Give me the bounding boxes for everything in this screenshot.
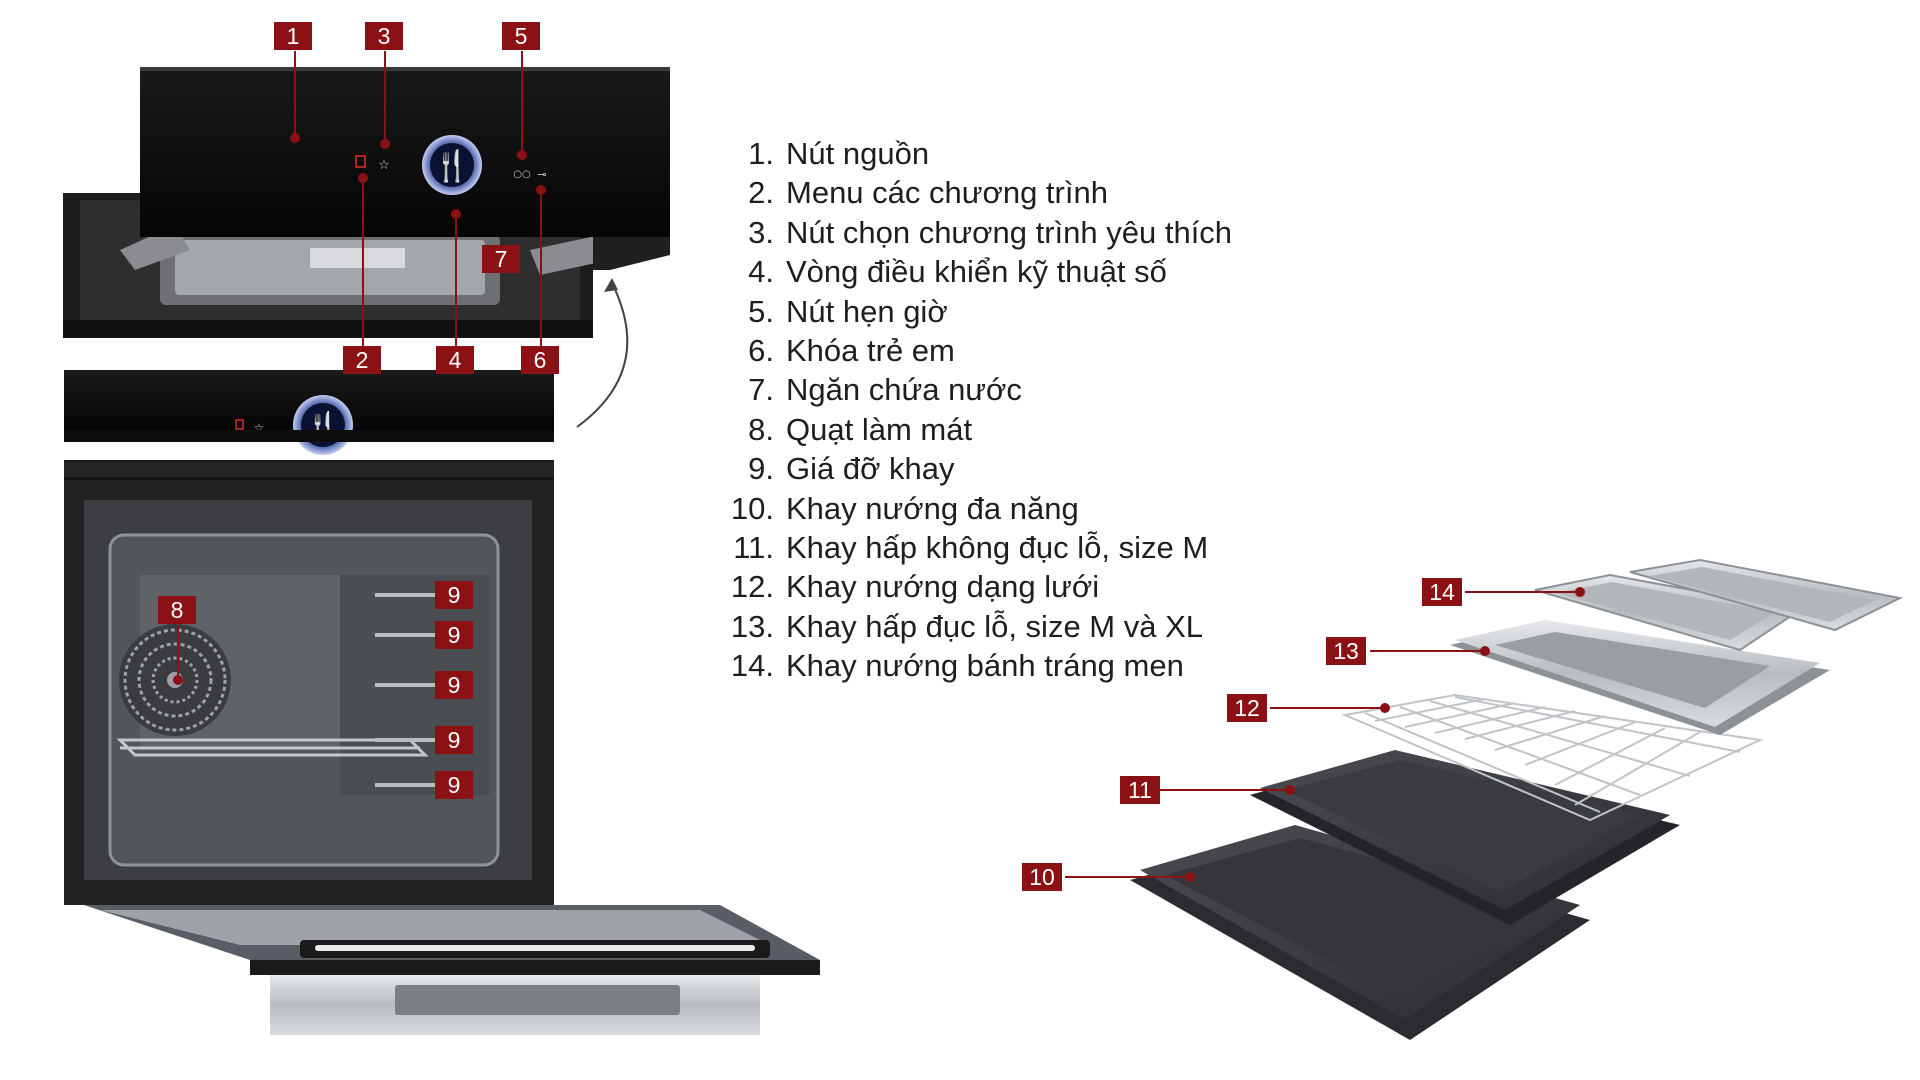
badge-11: 11 [1120, 776, 1160, 804]
perforated-steam-tray [1450, 620, 1830, 735]
badge-2: 2 [343, 346, 381, 374]
legend-list: 1.Nút nguồn 2.Menu các chương trình 3.Nú… [700, 134, 1232, 685]
legend-item: 14.Khay nướng bánh tráng men [730, 648, 1184, 684]
badge-7: 7 [482, 245, 520, 273]
control-ring: 🍴 [422, 135, 482, 195]
legend-item: 5.Nút hẹn giờ [748, 293, 948, 329]
legend-item: 11.Khay hấp không đục lỗ, size M [733, 529, 1209, 565]
timer-icon: ○○ [513, 169, 530, 180]
badge-9a: 9 [435, 581, 473, 609]
legend-item: 12.Khay nướng dạng lưới [730, 569, 1100, 605]
badge-12: 12 [1227, 694, 1267, 722]
legend-item: 10.Khay nướng đa năng [730, 490, 1079, 526]
legend-item: 8.Quạt làm mát [748, 411, 973, 447]
key-icon: ⊸ [537, 168, 546, 181]
legend-item: 3.Nút chọn chương trình yêu thích [748, 214, 1233, 250]
accessory-trays [1065, 558, 1904, 1040]
curved-arrow-icon [576, 282, 629, 428]
legend-item: 1.Nút nguồn [748, 136, 930, 171]
badge-10: 10 [1022, 863, 1062, 891]
legend-item: 9.Giá đỡ khay [748, 451, 955, 487]
badge-4: 4 [436, 346, 474, 374]
legend-item: 6.Khóa trẻ em [748, 332, 955, 368]
badge-5: 5 [502, 22, 540, 50]
badge-9e: 9 [435, 771, 473, 799]
legend-item: 13.Khay hấp đục lỗ, size M và XL [730, 608, 1204, 644]
legend-item: 7.Ngăn chứa nước [748, 372, 1022, 408]
solid-steam-tray [1250, 750, 1680, 925]
star-icon: ☆ [378, 158, 390, 173]
legend-item: 2.Menu các chương trình [748, 175, 1108, 211]
badge-14: 14 [1422, 578, 1462, 606]
badge-6: 6 [521, 346, 559, 374]
badge-1: 1 [274, 22, 312, 50]
badge-13: 13 [1326, 637, 1366, 665]
enamel-baking-trays [1534, 558, 1904, 652]
badge-9b: 9 [435, 621, 473, 649]
wire-rack [1341, 693, 1764, 822]
power-icon [355, 155, 366, 168]
cutlery-icon: 🍴 [433, 148, 470, 184]
badge-8: 8 [158, 596, 196, 624]
badge-9c: 9 [435, 671, 473, 699]
oven-body: 🍴 ☆ ○○ ⊸ [64, 370, 820, 1035]
badge-9d: 9 [435, 726, 473, 754]
badge-3: 3 [365, 22, 403, 50]
svg-text:☆: ☆ [254, 421, 265, 435]
multi-purpose-tray [1130, 825, 1590, 1040]
legend-item: 4.Vòng điều khiển kỹ thuật số [748, 254, 1167, 290]
